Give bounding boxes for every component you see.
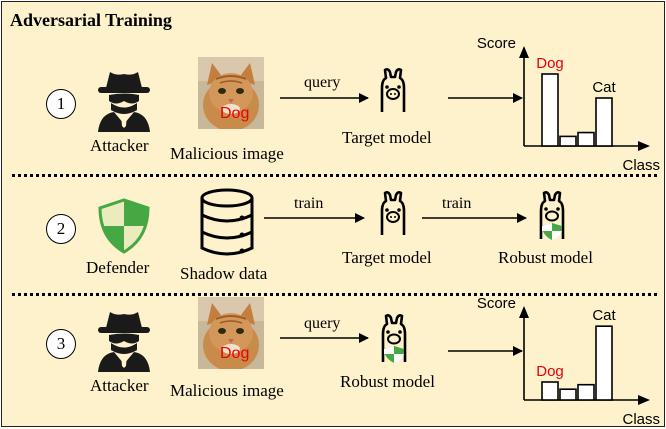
bar-class-2 — [559, 135, 577, 147]
spy-icon — [96, 308, 152, 372]
cat-image-1: Dog — [198, 57, 264, 129]
llama-icon — [374, 191, 412, 237]
actor-label-3: Attacker — [90, 376, 149, 395]
arrow-label-3: train — [442, 195, 472, 212]
model-label-2: Target model — [342, 248, 432, 267]
dog-overlay-1: Dog — [220, 105, 250, 122]
arrow-label-2: train — [294, 195, 324, 212]
x-axis-arrowhead — [638, 141, 650, 151]
bar-class-2 — [559, 388, 577, 401]
shielded-llama-icon — [532, 191, 572, 241]
dog-overlay-3: Dog — [220, 345, 250, 362]
bar-class-3 — [577, 131, 595, 147]
x-axis-arrowhead — [638, 395, 650, 405]
bar-cat — [595, 97, 613, 147]
y-axis-arrowhead — [519, 306, 529, 318]
model2-label-2: Robust model — [498, 248, 593, 267]
bar-dog — [541, 73, 559, 147]
step-number-1: 1 — [46, 89, 76, 119]
bar-label-dog: Dog — [536, 55, 564, 72]
model-label-1: Target model — [342, 128, 432, 147]
query-arrow-3 — [280, 333, 369, 343]
bar-cat — [595, 325, 613, 401]
x-axis-label: Class — [622, 157, 660, 174]
input-label-2: Shadow data — [180, 264, 268, 283]
bar-label-cat: Cat — [592, 79, 616, 96]
y-axis-label: Score — [477, 295, 516, 312]
arrow-label-4: query — [304, 315, 341, 332]
step-number-3: 3 — [46, 329, 76, 359]
model-label-3: Robust model — [340, 372, 435, 391]
output-arrow-3 — [448, 346, 523, 356]
actor-label-1: Attacker — [90, 136, 149, 155]
bar-label-dog: Dog — [536, 363, 564, 380]
step-number-2: 2 — [46, 214, 76, 244]
y-axis-arrowhead — [519, 46, 529, 58]
spy-icon — [96, 68, 152, 132]
cat-image-3: Dog — [198, 297, 264, 369]
diagram-title: Adversarial Training — [10, 10, 172, 30]
query-arrow-1 — [280, 93, 369, 103]
shield-icon — [98, 198, 150, 254]
train-arrow-1 — [264, 213, 365, 223]
output-arrow-1 — [448, 93, 523, 103]
database-icon — [198, 188, 256, 258]
llama-icon — [374, 68, 412, 114]
row-divider-2 — [12, 293, 657, 296]
bar-dog — [541, 381, 559, 401]
input-label-3: Malicious image — [170, 381, 284, 400]
input-label-1: Malicious image — [170, 144, 284, 163]
shielded-llama-icon — [374, 314, 414, 364]
y-axis-label: Score — [477, 35, 516, 52]
bar-class-3 — [577, 383, 595, 401]
x-axis-label: Class — [622, 411, 660, 428]
arrow-label-1: query — [304, 74, 341, 91]
train-arrow-2 — [422, 213, 527, 223]
actor-label-2: Defender — [86, 258, 150, 277]
row-divider-1 — [12, 174, 657, 177]
bar-label-cat: Cat — [592, 307, 616, 324]
